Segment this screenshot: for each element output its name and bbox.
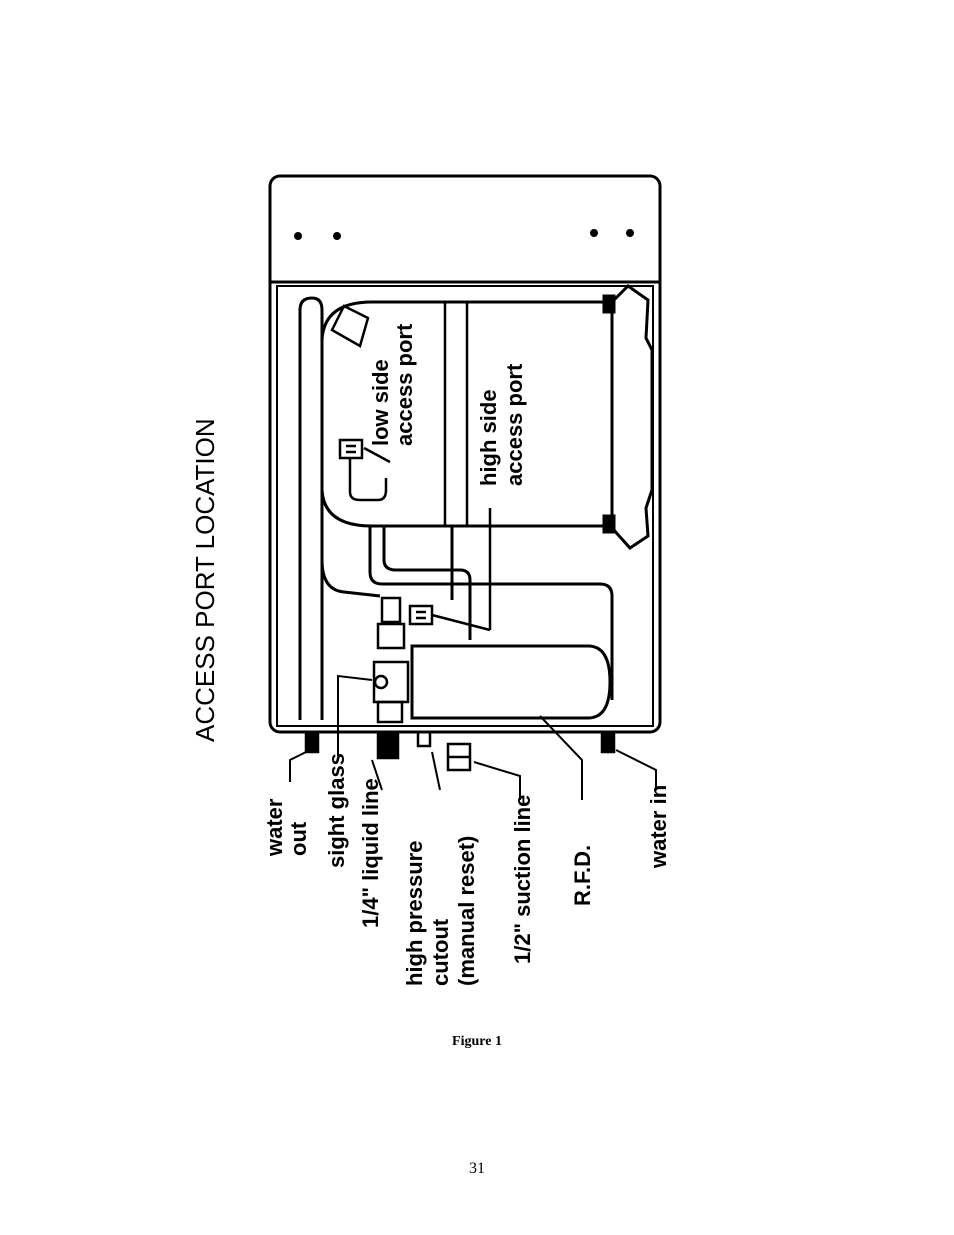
svg-text:water: water	[262, 798, 287, 857]
pointer-lines	[289, 674, 657, 800]
mounting-brackets	[602, 284, 654, 550]
figure-caption: Figure 1	[452, 1034, 502, 1049]
refrigerant-lines	[320, 526, 614, 700]
svg-text:access port: access port	[392, 323, 417, 446]
svg-text:cutout: cutout	[428, 918, 453, 986]
svg-text:high side: high side	[476, 389, 501, 486]
rfd-label: R.F.D.	[570, 845, 595, 906]
water-tube	[298, 296, 324, 720]
sight-glass-label: sight glass	[324, 753, 349, 868]
diagram-title: ACCESS PORT LOCATION	[190, 418, 220, 742]
high-side-label: high side access port	[476, 363, 527, 486]
svg-text:(manual reset): (manual reset)	[454, 836, 479, 986]
low-side-access-port	[338, 438, 391, 502]
access-port-diagram: ACCESS PORT LOCATION	[190, 174, 671, 986]
svg-text:low side: low side	[368, 359, 393, 446]
svg-text:high pressure: high pressure	[402, 841, 427, 986]
svg-text:out: out	[286, 821, 311, 856]
bottom-connectors	[304, 730, 616, 772]
page-number: 31	[469, 1160, 485, 1177]
condenser	[320, 300, 614, 528]
svg-text:access port: access port	[502, 363, 527, 486]
cabinet-outline	[268, 174, 662, 734]
water-in-label: water in	[646, 785, 671, 869]
low-side-label: low side access port	[368, 323, 417, 446]
sight-glass	[372, 596, 410, 760]
mounting-screws	[294, 229, 634, 240]
receiver-filter-drier	[410, 644, 612, 720]
high-pressure-label: high pressure cutout (manual reset)	[402, 836, 479, 986]
water-out-label: water out	[262, 798, 311, 857]
liquid-line-label: 1/4" liquid line	[358, 778, 383, 928]
suction-line-label: 1/2" suction line	[510, 795, 535, 964]
high-side-access-port	[408, 508, 492, 632]
